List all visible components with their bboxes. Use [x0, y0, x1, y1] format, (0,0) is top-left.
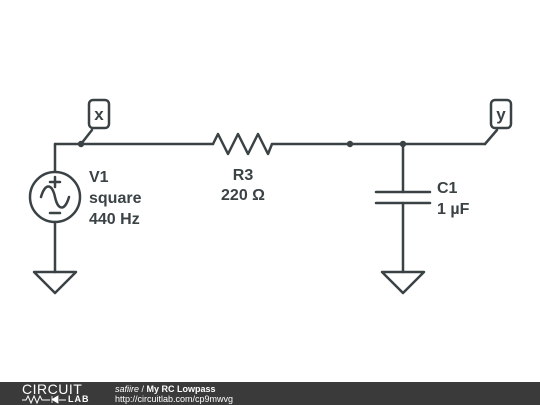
- credit-line: safiire / My RC Lowpass: [115, 384, 216, 394]
- ground-symbol-v1: [32, 270, 78, 295]
- author-link[interactable]: safiire: [115, 384, 140, 394]
- node-label-x: x: [94, 105, 104, 124]
- c1-ref-label: C1: [437, 180, 458, 197]
- credit-separator: /: [139, 384, 147, 394]
- circuit-title: My RC Lowpass: [146, 384, 216, 394]
- node-label-y: y: [496, 105, 506, 124]
- node-flag-x: x: [79, 98, 111, 146]
- voltage-source-v1: [28, 170, 82, 224]
- v1-freq-label: 440 Hz: [89, 211, 140, 228]
- circuitlab-logo[interactable]: CIRCUIT LAB: [22, 381, 94, 404]
- v1-ref-label: V1: [89, 169, 109, 186]
- r3-value-label: 220 Ω: [221, 187, 265, 204]
- c1-value-label: 1 µF: [437, 201, 470, 218]
- ground-symbol-c1: [380, 270, 426, 295]
- logo-text-bottom: LAB: [68, 394, 90, 404]
- node-flag-y: y: [483, 98, 513, 146]
- logo-resistor-icon: [22, 395, 66, 404]
- junction-dot: [346, 140, 354, 148]
- circuit-url-link[interactable]: http://circuitlab.com/cp9mwvg: [115, 394, 234, 404]
- resistor-r3: [211, 132, 274, 156]
- circuit-schematic: x y V1 square 440 Hz R3 220 Ω C1 1 µF: [28, 98, 513, 295]
- capacitor-c1: [374, 190, 432, 205]
- v1-type-label: square: [89, 190, 142, 207]
- r3-ref-label: R3: [233, 167, 254, 184]
- logo-text-top: CIRCUIT: [22, 381, 83, 397]
- footer-bar: CIRCUIT LAB safiire / My RC Lowpass http…: [0, 382, 540, 405]
